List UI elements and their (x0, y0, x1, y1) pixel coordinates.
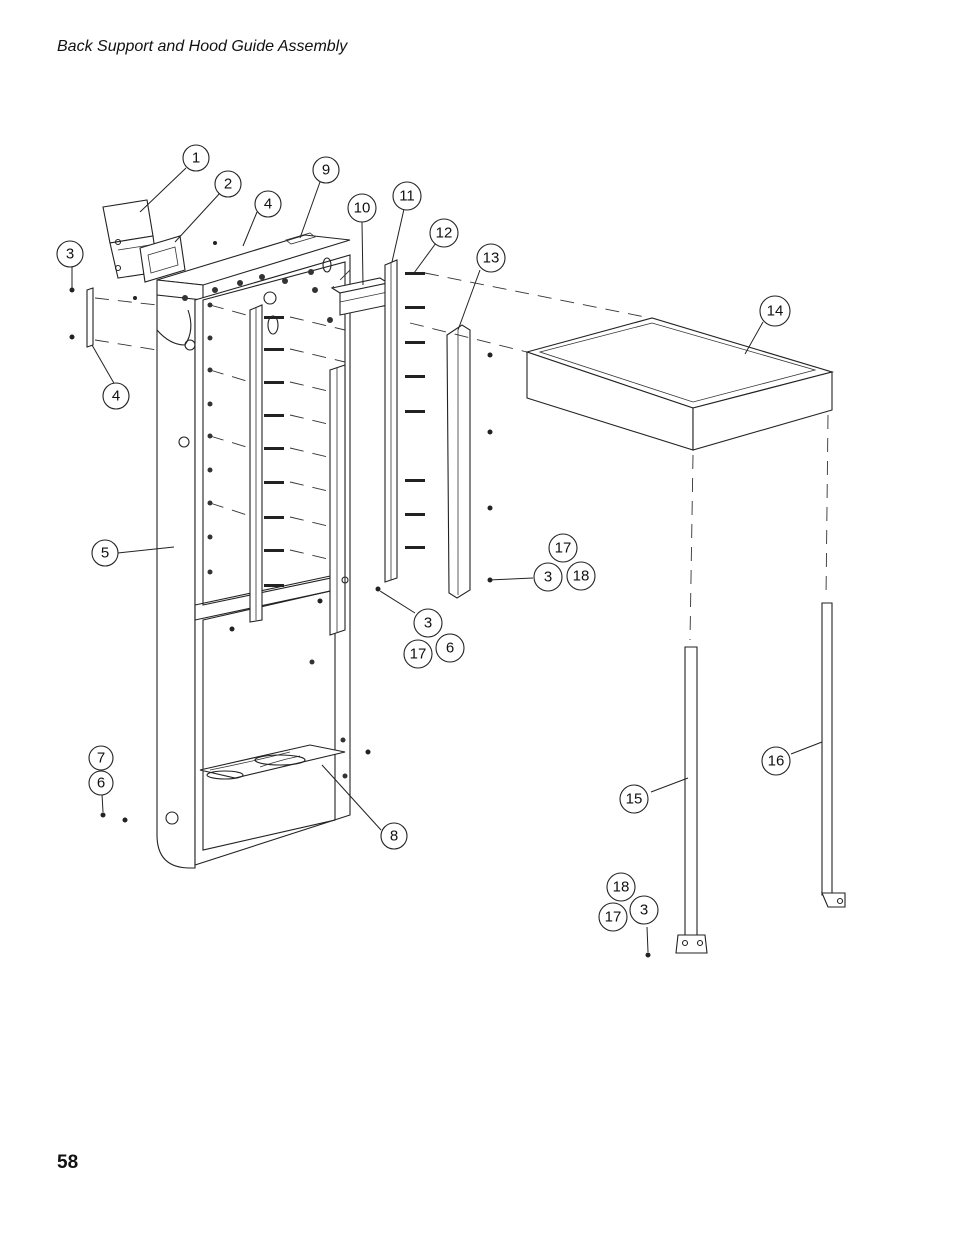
guide-block-10 (330, 277, 390, 316)
callout-15: 15 (619, 784, 649, 814)
callout-label: 9 (322, 162, 330, 179)
plate-2 (139, 235, 186, 283)
callout-18b: 18 (606, 872, 636, 902)
callout-label: 3 (640, 902, 648, 919)
rail-11 (384, 259, 398, 583)
callout-12: 12 (429, 218, 459, 248)
callout-3c: 3 (413, 608, 443, 638)
callout-1: 1 (182, 144, 210, 172)
callout-17c: 17 (598, 902, 628, 932)
callout-label: 17 (410, 646, 427, 663)
callout-8: 8 (380, 822, 408, 850)
back-support-frame (156, 232, 351, 869)
callout-label: 16 (768, 753, 785, 770)
callout-6b: 6 (88, 770, 114, 796)
callout-17b: 17 (403, 639, 433, 669)
callout-3d: 3 (629, 895, 659, 925)
callout-label: 7 (97, 750, 105, 767)
callout-label: 18 (573, 568, 590, 585)
callout-14: 14 (759, 295, 791, 327)
callout-label: 17 (555, 540, 572, 557)
center-channel (329, 364, 349, 636)
post-16 (821, 602, 846, 908)
page-title: Back Support and Hood Guide Assembly (57, 38, 348, 55)
callout-16: 16 (761, 746, 791, 776)
callout-label: 15 (626, 791, 643, 808)
callout-4a: 4 (254, 190, 282, 218)
callout-label: 3 (424, 615, 432, 632)
hood-guide-13 (446, 324, 493, 599)
callout-4b: 4 (102, 382, 130, 410)
callout-9: 9 (312, 156, 340, 184)
page-number: 58 (57, 1152, 79, 1173)
callout-18a: 18 (566, 561, 596, 591)
callout-label: 13 (483, 250, 500, 267)
callout-7: 7 (88, 745, 114, 771)
callout-10: 10 (347, 193, 377, 223)
bolts-12 (405, 272, 425, 549)
callout-label: 18 (613, 879, 630, 896)
callout-5: 5 (91, 539, 119, 567)
callout-label: 8 (390, 828, 398, 845)
callout-17a: 17 (548, 533, 578, 563)
callout-label: 6 (97, 775, 105, 792)
callout-label: 3 (544, 569, 552, 586)
leader-lines (71, 167, 823, 953)
callout-label: 12 (436, 225, 453, 242)
callout-label: 5 (101, 545, 109, 562)
callout-label: 4 (264, 196, 272, 213)
callout-13: 13 (476, 243, 506, 273)
callout-6a: 6 (435, 633, 465, 663)
callout-2: 2 (214, 170, 242, 198)
callout-label: 10 (354, 200, 371, 217)
callout-3a: 3 (56, 240, 84, 268)
callout-11: 11 (392, 181, 422, 211)
small-bracket-4 (69, 287, 94, 348)
post-15 (675, 646, 708, 954)
callout-label: 1 (192, 150, 200, 167)
callout-label: 3 (66, 246, 74, 263)
left-rail (249, 304, 263, 623)
frame-holes (182, 269, 348, 779)
loose-fasteners (100, 241, 651, 958)
callout-label: 11 (399, 188, 415, 205)
callout-3b: 3 (533, 562, 563, 592)
hood-14 (525, 317, 835, 451)
callout-label: 14 (767, 303, 784, 320)
callout-label: 4 (112, 388, 120, 405)
callout-label: 6 (446, 640, 454, 657)
callout-label: 17 (605, 909, 622, 926)
left-rail-bolts (264, 316, 284, 587)
hood-dash-lines (94, 269, 829, 641)
callout-label: 2 (224, 176, 232, 193)
